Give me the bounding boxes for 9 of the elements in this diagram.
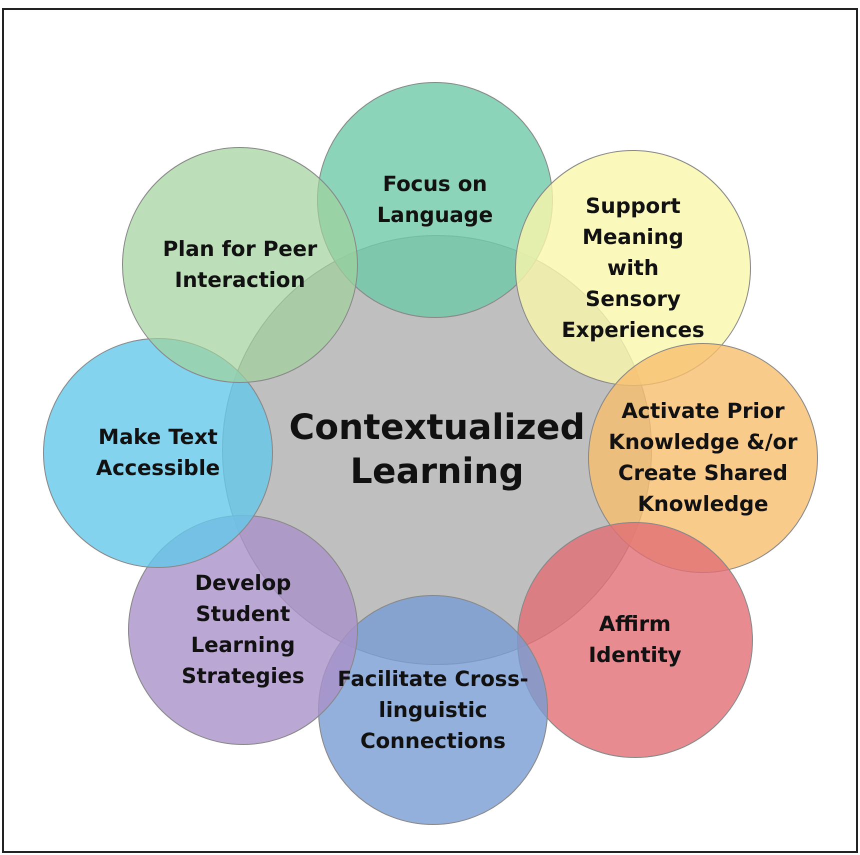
circle-label: Develop Student Learning Strategies [180,570,306,690]
circle-label: Plan for Peer Interaction [162,236,318,294]
circle-label: Make Text Accessible [94,424,222,482]
circle-label: Focus on Language [376,171,494,229]
circle-label: Affirm Identity [587,611,682,669]
circle-label: Facilitate Cross-linguistic Connections [336,666,530,754]
circle-label: Support Meaning with Sensory Experiences [560,192,706,344]
circle-label: Activate Prior Knowledge &/or Create Shared Knowledge [608,398,798,518]
center-title: Contextualized Learning [288,407,586,494]
